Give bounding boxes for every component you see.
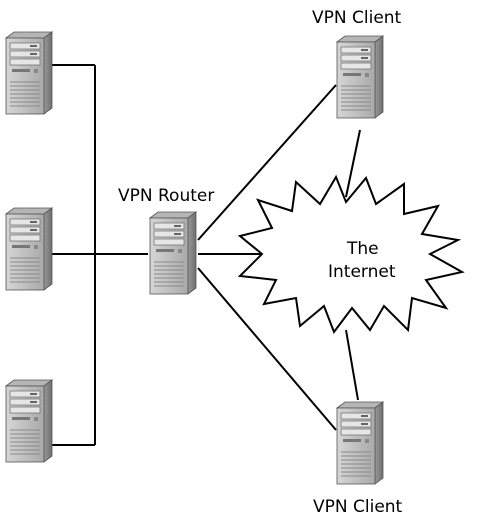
- lan-server-middle-icon: [5, 207, 53, 291]
- wan-links: [197, 84, 361, 431]
- internet-cloud-icon: [237, 174, 465, 335]
- vpn-client-bottom-icon: [336, 401, 384, 485]
- vpn-client-top-icon: [336, 35, 384, 119]
- vpn-router-label: VPN Router: [118, 186, 214, 206]
- lan-server-top-icon: [5, 31, 53, 115]
- internet-label-line1: The: [346, 239, 379, 259]
- link-router-client-top: [197, 84, 337, 241]
- vpn-client-top-label: VPN Client: [312, 8, 402, 28]
- link-router-client-bottom: [197, 267, 337, 431]
- internet-label-line2: Internet: [328, 262, 396, 282]
- link-internet-client-top: [345, 129, 361, 198]
- lan-wiring: [50, 64, 148, 446]
- vpn-router-icon: [149, 211, 197, 295]
- link-internet-client-bottom: [345, 329, 359, 401]
- vpn-client-bottom-label: VPN Client: [313, 497, 403, 517]
- lan-server-bottom-icon: [5, 379, 53, 463]
